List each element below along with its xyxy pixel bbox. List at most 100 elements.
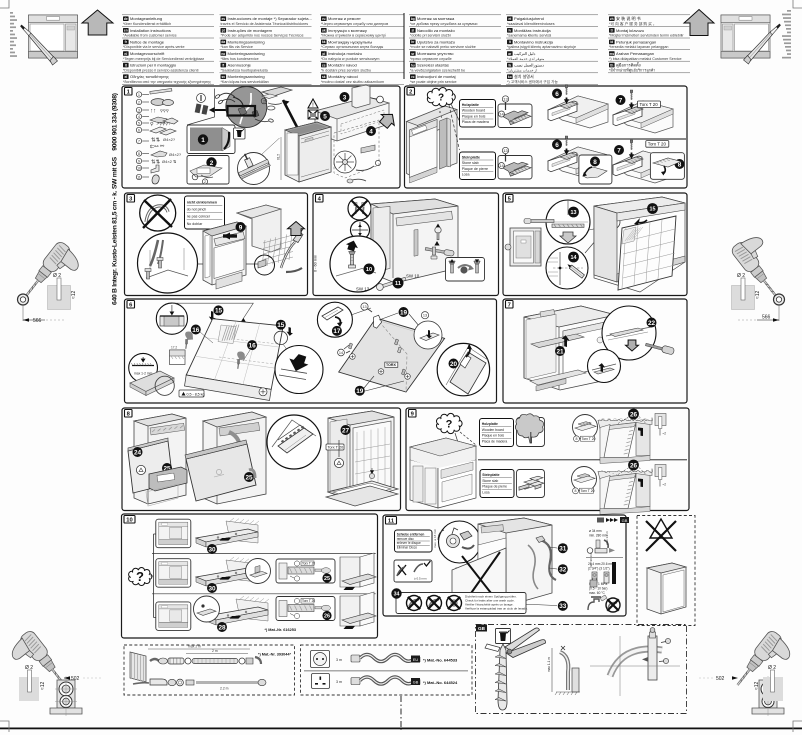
svg-text:max 2 m: max 2 m (188, 645, 201, 649)
svg-text:fi: fi (222, 63, 224, 67)
svg-text:Ø4×2 ⇅: Ø4×2 ⇅ (162, 159, 177, 164)
svg-text:6: 6 (555, 142, 559, 149)
svg-text:2: 2 (204, 180, 206, 184)
svg-text:7: 7 (138, 139, 140, 143)
svg-text:*galima įsigyti klientų aptarn: *galima įsigyti klientų aptarnavimo skyr… (507, 45, 576, 49)
svg-text:13: 13 (503, 148, 508, 153)
svg-text:3: 3 (129, 196, 133, 202)
svg-text:*Через сервисную службу или ди: *Через сервисную службу или дилеров (321, 22, 388, 26)
svg-text:Vérifier l'étanchéité après un: Vérifier l'étanchéité après un lavage. (465, 603, 514, 607)
svg-text:(1 3/4") (3 1/2"): (1 3/4") (3 1/2") (588, 567, 610, 571)
svg-text:it: it (125, 63, 128, 67)
svg-text:8: 8 (576, 437, 578, 441)
svg-text:Torx T 20: Torx T 20 (648, 142, 667, 147)
svg-text:*) Mat.-Nr. 393044*: *) Mat.-Nr. 393044* (258, 653, 291, 657)
svg-text:GB: GB (478, 626, 486, 631)
svg-text:6: 6 (129, 302, 133, 308)
svg-text:2.2 m: 2.2 m (220, 687, 229, 691)
svg-text:Steinplatte: Steinplatte (482, 473, 499, 477)
svg-text:13: 13 (423, 314, 427, 318)
svg-text:*se poate obţine prin service: *se poate obţine prin service (410, 80, 457, 84)
svg-text:26: 26 (630, 462, 638, 469)
svg-text:10: 10 (366, 267, 372, 273)
svg-text:Torx T 20: Torx T 20 (581, 489, 595, 493)
svg-text:*k dostání přes servisní služb: *k dostání přes servisní službu (321, 68, 371, 72)
svg-text:6: 6 (555, 91, 559, 98)
svg-text:Monteringsanvisning: Monteringsanvisning (228, 39, 265, 44)
svg-text:Stone slab: Stone slab (462, 161, 479, 165)
svg-text:≈12: ≈12 (754, 681, 760, 690)
svg-text:5: 5 (323, 113, 327, 120)
svg-text:min. 280 mm: min. 280 mm (589, 534, 608, 538)
svg-text:ms: ms (609, 52, 614, 56)
svg-text:Instrucţiuni de montaj: Instrucţiuni de montaj (417, 74, 456, 79)
svg-text:Montážní návod: Montážní návod (328, 63, 357, 68)
svg-text:ø 34 mm: ø 34 mm (589, 529, 602, 533)
svg-text:26: 26 (324, 613, 330, 619)
svg-text:Plaque en bois: Plaque en bois (462, 114, 486, 118)
svg-text:640 B Integr. Kusto-Leisten 81: 640 B Integr. Kusto-Leisten 81,5 cm - k.… (112, 93, 119, 305)
svg-text:설치 설명서: 설치 설명서 (514, 73, 534, 79)
svg-text:4: 4 (138, 115, 140, 119)
svg-text:través el Servicio de Asistenc: través el Servicio de Asistencia Técnica… (221, 22, 309, 26)
svg-text:⇅⇅: ⇅⇅ (151, 138, 161, 144)
svg-text:bg: bg (411, 17, 415, 21)
svg-text:1: 1 (201, 137, 205, 144)
svg-text:?: ? (438, 93, 444, 104)
svg-text:8: 8 (678, 161, 682, 168)
svg-text:⚲⚲⚲: ⚲⚲⚲ (160, 108, 169, 113)
svg-text:Schiebe entfernen: Schiebe entfernen (397, 532, 425, 536)
svg-text:Монтаж за монтажа: Монтаж за монтажа (417, 16, 455, 21)
svg-text:20: 20 (450, 361, 458, 368)
svg-text:Монтаждау нұсқаулығы: Монтаждау нұсқаулығы (328, 39, 372, 44)
svg-text:*tersedia melalui layanan pela: *tersedia melalui layanan pelanggan (609, 45, 668, 49)
svg-text:Verificar la estanquidad tras: Verificar la estanquidad tras un ciclo d… (465, 607, 528, 611)
svg-text:16: 16 (192, 327, 200, 334)
svg-text:hu: hu (411, 63, 415, 67)
svg-text:(0.5 - 10 bar): (0.5 - 10 bar) (589, 587, 607, 591)
svg-text:enlever le disque: enlever le disque (397, 541, 421, 545)
svg-text:min. 90 mm: min. 90 mm (589, 552, 593, 568)
svg-text:1: 1 (127, 89, 131, 95)
svg-text:tr: tr (611, 29, 614, 33)
svg-text:2: 2 (210, 160, 214, 167)
svg-text:*) Mat.-No. 644524: *) Mat.-No. 644524 (423, 680, 458, 685)
svg-text:Ø 2: Ø 2 (53, 273, 61, 279)
svg-text:?: ? (136, 569, 144, 584)
svg-text:27: 27 (342, 427, 350, 434)
svg-text:Torx T 20: Torx T 20 (302, 599, 315, 603)
svg-text:⚲: ⚲ (150, 122, 154, 128)
svg-text:da: da (221, 40, 225, 44)
svg-text:Asennusohje: Asennusohje (228, 63, 252, 68)
svg-text:Montavimo instrukcija: Montavimo instrukcija (514, 39, 554, 44)
svg-text:Istruzioni per il montaggio: Istruzioni per il montaggio (130, 63, 177, 68)
svg-text:34: 34 (394, 591, 400, 597)
svg-text:26: 26 (630, 411, 638, 418)
svg-text:28: 28 (218, 624, 226, 631)
svg-text:19: 19 (356, 388, 364, 395)
svg-text:14: 14 (571, 255, 577, 261)
svg-text:*มีจำหน่ายที่ศูนย์บริการลูกค้า: *มีจำหน่ายที่ศูนย์บริการลูกค้า (609, 67, 655, 72)
svg-text:Plaque de pierre: Plaque de pierre (462, 167, 488, 171)
svg-text:hr: hr (411, 40, 415, 44)
svg-text:Монтаж и ремонт: Монтаж и ремонт (328, 16, 361, 21)
svg-text:max 1-2 mm: max 1-2 mm (134, 372, 153, 376)
svg-text:دليل التركيب: دليل التركيب (514, 51, 536, 56)
svg-text:el: el (124, 75, 127, 79)
svg-text:3 m: 3 m (336, 658, 342, 662)
svg-text:Torx T 20: Torx T 20 (302, 562, 315, 566)
svg-text:13: 13 (362, 305, 366, 309)
svg-text:Placa de madera: Placa de madera (462, 120, 489, 124)
svg-text:安 装 说 明 书: 安 装 说 明 书 (616, 15, 641, 21)
svg-text:25: 25 (324, 576, 330, 582)
svg-text:do not pinch: do not pinch (187, 208, 207, 212)
svg-text:⚯: ⚯ (160, 144, 165, 150)
svg-text:Ø 2: Ø 2 (737, 273, 745, 279)
svg-text:25: 25 (163, 465, 171, 472)
svg-text:nl: nl (124, 52, 127, 56)
svg-text:8: 8 (575, 489, 577, 493)
svg-text:Petunjuk pemasangan: Petunjuk pemasangan (616, 39, 656, 44)
svg-text:Ø4×2?: Ø4×2? (169, 152, 182, 157)
svg-text:15: 15 (650, 206, 656, 212)
svg-text:566: 566 (762, 315, 771, 321)
